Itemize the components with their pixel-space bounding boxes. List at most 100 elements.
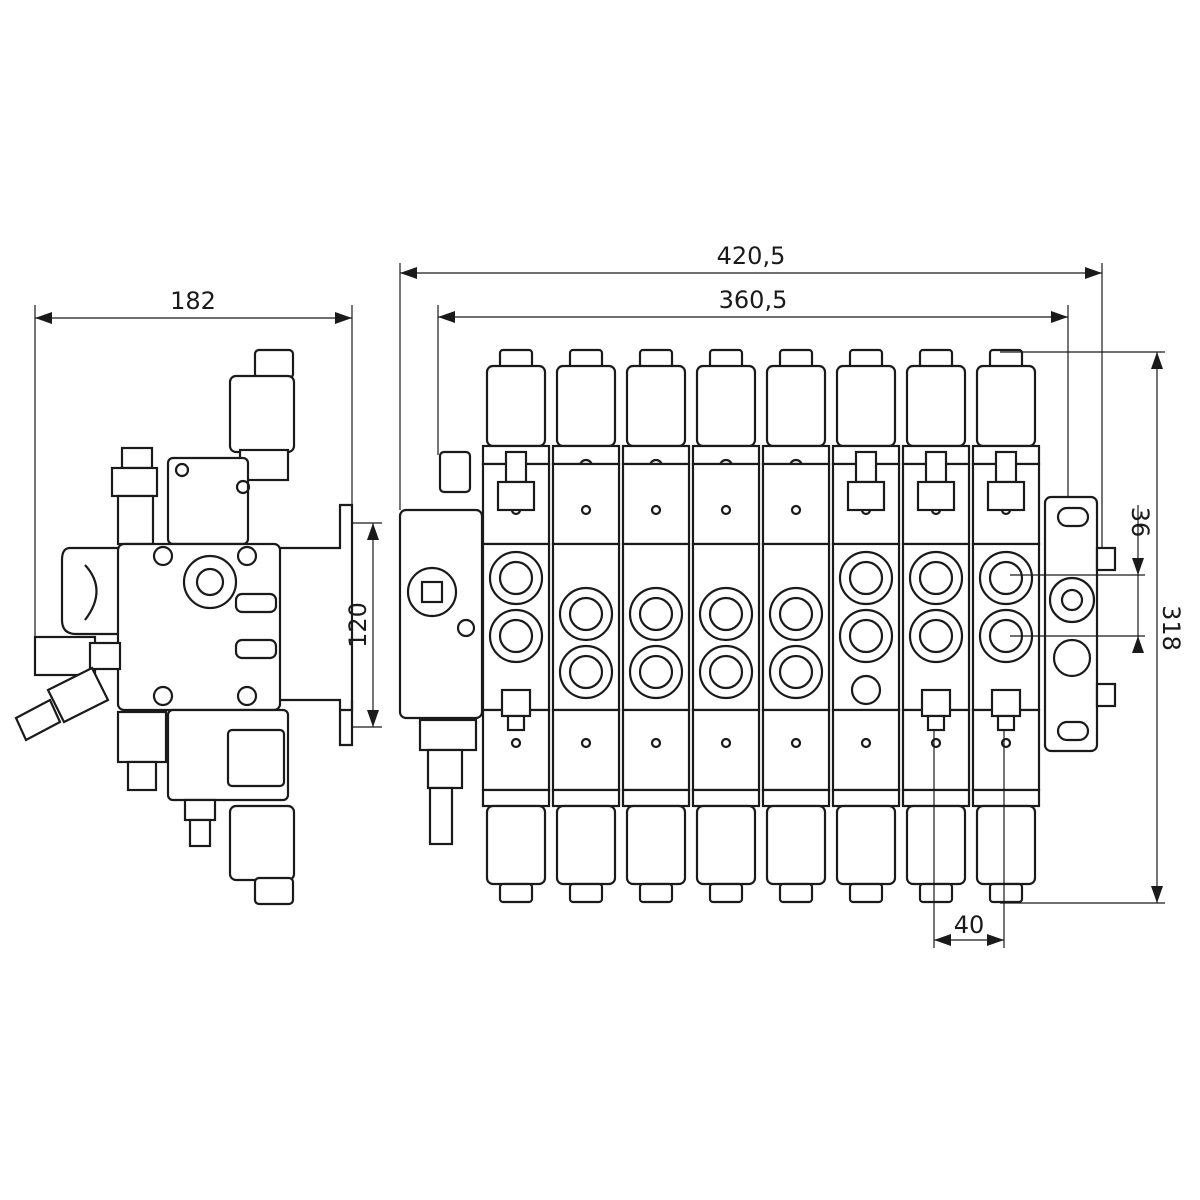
fitting-top-nut: [986, 480, 1026, 512]
port-b: [488, 608, 544, 664]
screw-upper: [720, 504, 732, 516]
screw-lower: [650, 737, 662, 749]
adjuster-tip: [926, 714, 946, 732]
port-b: [838, 608, 894, 664]
port-a: [978, 550, 1034, 606]
adjuster: [990, 688, 1022, 718]
port-a: [838, 550, 894, 606]
port-a: [698, 586, 754, 642]
solenoid-top: [835, 364, 897, 448]
flange-top: [691, 444, 761, 466]
screw-upper: [650, 504, 662, 516]
screw-upper: [790, 504, 802, 516]
dim-36-label: 36: [1126, 507, 1154, 538]
coil-cap-bottom: [778, 882, 814, 904]
dim-120-label: 120: [344, 602, 372, 648]
port-a: [558, 586, 614, 642]
body-middle: [481, 542, 551, 712]
dim-40-label: 40: [954, 911, 985, 939]
screw-lower: [790, 737, 802, 749]
solenoid-top: [765, 364, 827, 448]
solenoid-bottom: [485, 804, 547, 886]
fitting-top-nut: [916, 480, 956, 512]
solenoid-bottom: [835, 804, 897, 886]
solenoid-bottom: [625, 804, 687, 886]
solenoid-top: [555, 364, 617, 448]
screw-lower: [580, 737, 592, 749]
port-a: [768, 586, 824, 642]
solenoid-top: [905, 364, 967, 448]
body-lower: [551, 708, 621, 792]
screw-lower: [720, 737, 732, 749]
body-lower: [831, 708, 901, 792]
flange-bottom: [621, 788, 691, 808]
solenoid-bottom: [905, 804, 967, 886]
flange-bottom: [551, 788, 621, 808]
coil-cap-bottom: [708, 882, 744, 904]
port-a-inner: [708, 596, 744, 632]
body-lower: [621, 708, 691, 792]
port-b-inner: [778, 654, 814, 690]
port-a-inner: [848, 560, 884, 596]
fitting-top: [854, 450, 878, 484]
port-a-inner: [988, 560, 1024, 596]
fitting-top: [924, 450, 948, 484]
adjuster: [500, 688, 532, 718]
screw-lower: [1000, 737, 1012, 749]
port-a-inner: [498, 560, 534, 596]
screw-upper: [580, 504, 592, 516]
port-b: [558, 644, 614, 700]
body-upper: [621, 462, 691, 546]
solenoid-top: [625, 364, 687, 448]
coil-cap-bottom: [498, 882, 534, 904]
plug: [850, 674, 882, 706]
body-middle: [831, 542, 901, 712]
coil-cap-bottom: [568, 882, 604, 904]
flange-top: [551, 444, 621, 466]
fitting-top: [504, 450, 528, 484]
solenoid-bottom: [555, 804, 617, 886]
valve-sections: [481, 348, 1041, 904]
adjuster: [920, 688, 952, 718]
port-a-inner: [568, 596, 604, 632]
flange-bottom: [901, 788, 971, 808]
body-middle: [971, 542, 1041, 712]
port-b-inner: [498, 618, 534, 654]
dim-182-label: 182: [170, 287, 216, 315]
body-upper: [691, 462, 761, 546]
fitting-top-nut: [846, 480, 886, 512]
solenoid-bottom: [695, 804, 757, 886]
port-b: [698, 644, 754, 700]
port-b: [768, 644, 824, 700]
dim-360-label: 360,5: [719, 286, 788, 314]
coil-cap-bottom: [638, 882, 674, 904]
flange-top: [621, 444, 691, 466]
flange-bottom: [971, 788, 1041, 808]
solenoid-top: [695, 364, 757, 448]
port-a: [908, 550, 964, 606]
solenoid-bottom: [765, 804, 827, 886]
side-view: [14, 348, 354, 906]
port-a-inner: [918, 560, 954, 596]
solenoid-top: [975, 364, 1037, 448]
port-a: [488, 550, 544, 606]
solenoid-top: [485, 364, 547, 448]
flange-bottom: [831, 788, 901, 808]
front-view: [398, 348, 1117, 904]
flange-top: [761, 444, 831, 466]
body-upper: [761, 462, 831, 546]
coil-cap-bottom: [918, 882, 954, 904]
screw-lower: [930, 737, 942, 749]
body-lower: [761, 708, 831, 792]
fitting-top: [994, 450, 1018, 484]
outlet-block: [1043, 495, 1117, 753]
port-a-inner: [778, 596, 814, 632]
port-b: [908, 608, 964, 664]
adjuster-tip: [506, 714, 526, 732]
coil-cap-bottom: [988, 882, 1024, 904]
dim-420-label: 420,5: [717, 242, 786, 270]
flange-bottom: [761, 788, 831, 808]
fitting-top-nut: [496, 480, 536, 512]
dim-318-label: 318: [1157, 605, 1185, 651]
